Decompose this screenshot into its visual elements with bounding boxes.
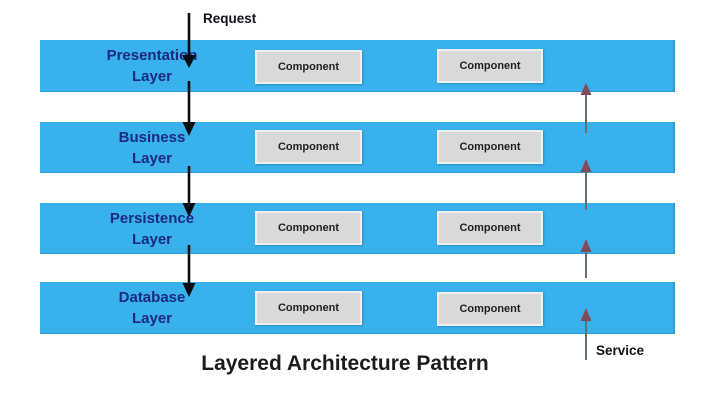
component-box: Component xyxy=(437,49,543,83)
component-box: Component xyxy=(437,211,543,245)
persistence-layer-label: Persistence Layer xyxy=(50,208,254,250)
layer-label-line1: Presentation xyxy=(106,47,198,64)
component-box: Component xyxy=(255,211,362,245)
database-layer-label: Database Layer xyxy=(50,287,254,329)
component-box: Component xyxy=(255,50,362,84)
presentation-layer-band: Presentation Layer Component Component xyxy=(40,40,675,92)
persistence-layer-band: Persistence Layer Component Component xyxy=(40,203,675,254)
layer-label-line1: Persistence xyxy=(109,209,195,227)
request-label: Request xyxy=(203,11,257,26)
business-layer-band: Business Layer Component Component xyxy=(40,122,675,173)
component-label: Component xyxy=(459,303,521,315)
component-box: Component xyxy=(255,291,362,325)
component-box: Component xyxy=(255,130,362,164)
layer-label-line2: Layer xyxy=(131,230,173,248)
database-layer-band: Database Layer Component Component xyxy=(40,282,675,334)
presentation-layer-label: Presentation Layer xyxy=(50,45,254,87)
business-layer-label: Business Layer xyxy=(50,127,254,169)
layer-label-line1: Database xyxy=(118,289,186,306)
component-label: Component xyxy=(459,141,521,153)
component-label: Component xyxy=(277,302,340,314)
layer-label-line2: Layer xyxy=(131,310,173,327)
layer-label-line2: Layer xyxy=(131,68,173,85)
component-box: Component xyxy=(437,130,543,164)
component-label: Component xyxy=(459,222,521,234)
service-label: Service xyxy=(596,343,645,358)
component-label: Component xyxy=(277,222,340,234)
component-label: Component xyxy=(277,61,340,73)
layer-label-line1: Business xyxy=(118,128,186,146)
component-label: Component xyxy=(459,60,521,72)
layer-label-line2: Layer xyxy=(131,149,173,167)
component-box: Component xyxy=(437,292,543,326)
diagram-title: Layered Architecture Pattern xyxy=(201,352,489,375)
component-label: Component xyxy=(277,141,340,153)
